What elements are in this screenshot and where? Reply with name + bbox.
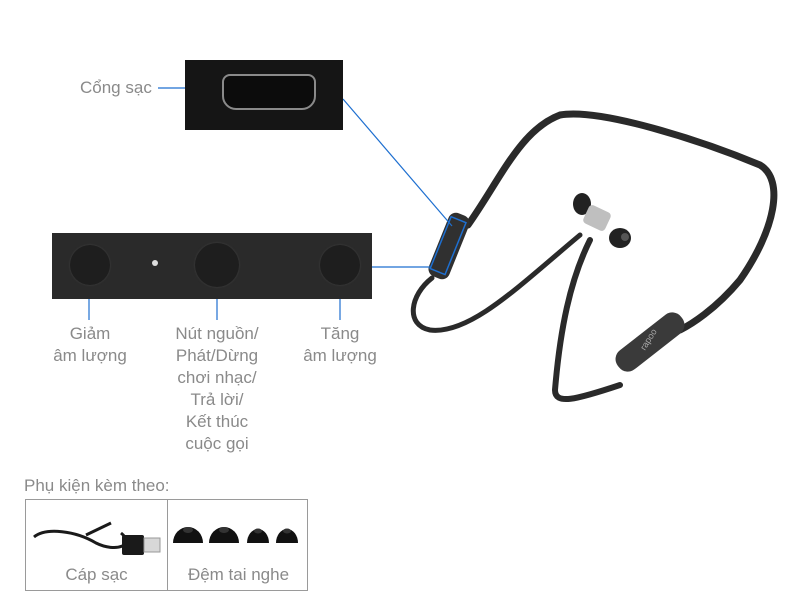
accessory-cable-label: Cáp sạc (65, 565, 128, 584)
charging-port-label: Cổng sạc (80, 78, 152, 97)
volume-down-label: Giảm âm lượng (53, 324, 127, 365)
neckband-cable (410, 110, 778, 403)
battery-unit (615, 312, 685, 372)
accessory-eartips-label: Đệm tai nghe (187, 565, 290, 584)
button-panel-photo (52, 233, 372, 299)
ear-tips-icon (173, 527, 298, 543)
volume-down-button (70, 245, 110, 285)
volume-up-label: Tăng âm lượng (303, 324, 377, 365)
accessories-divider (167, 500, 168, 590)
power-button (195, 243, 239, 287)
inline-remote (428, 212, 470, 280)
accessories-box: Cáp sạc Đệm tai nghe (25, 499, 308, 591)
accessories-heading: Phụ kiện kèm theo: (24, 476, 170, 495)
microphone-hole (152, 260, 158, 266)
micro-usb-port (222, 74, 316, 110)
power-button-label: Nút nguồn/ Phát/Dừng chơi nhạc/ Trả lời/… (175, 324, 259, 453)
accessory-cable: Cáp sạc (26, 500, 167, 590)
accessory-eartips: Đệm tai nghe (168, 500, 309, 590)
usb-cable-icon (33, 521, 161, 555)
earbuds (573, 193, 631, 248)
volume-up-button (320, 245, 360, 285)
charging-port-photo (185, 60, 343, 130)
